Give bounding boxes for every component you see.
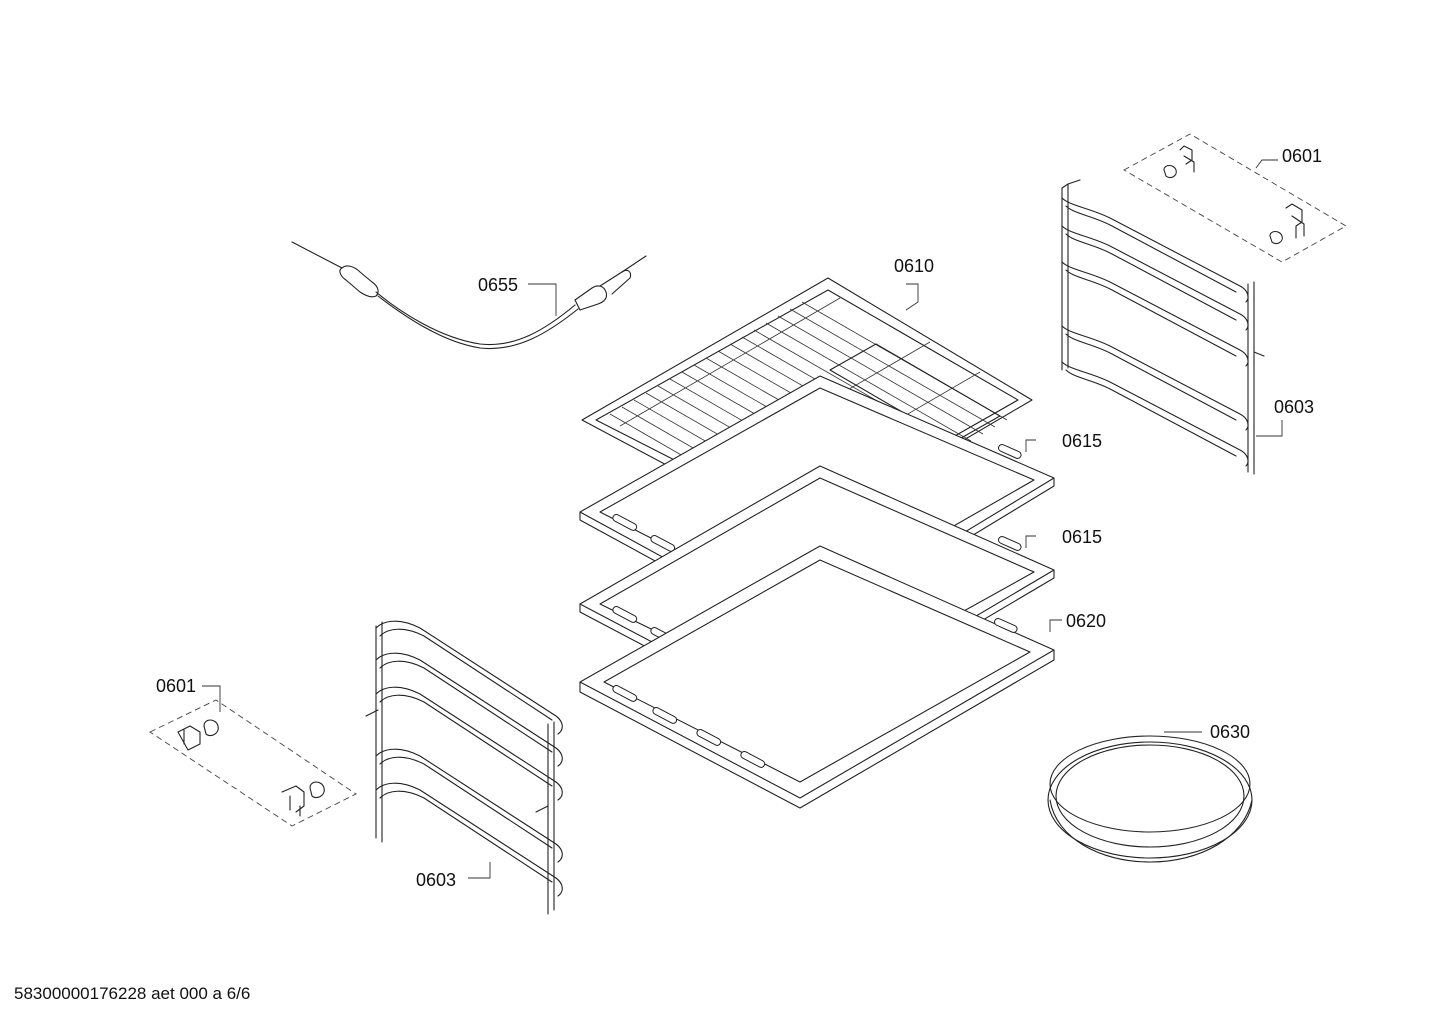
callout-0615-a: 0615: [1062, 431, 1102, 451]
leader-0620: [1049, 619, 1062, 632]
deep-tray-part: [579, 545, 1055, 809]
shelf-support-right-part: [1061, 179, 1265, 475]
leader-0615-a: [1025, 439, 1036, 452]
callout-0610: 0610: [894, 256, 934, 276]
callout-0603-left: 0603: [416, 870, 456, 890]
tray-a-slot-1: [612, 513, 638, 531]
clip-set-left-part: [149, 699, 357, 827]
leader-0601-top: [1255, 159, 1278, 169]
tray-b-slot-5: [998, 535, 1022, 551]
leader-0615-b: [1025, 535, 1036, 548]
leader-0603-right: [1256, 420, 1283, 437]
leader-0601-left: [202, 685, 221, 712]
leader-0655: [528, 283, 557, 316]
deep-tray-slot-3: [696, 728, 722, 746]
tray-b-slot-1: [612, 605, 638, 623]
callout-0601-left: 0601: [156, 676, 196, 696]
leader-0603-left: [468, 862, 491, 879]
callout-0603-right: 0603: [1274, 397, 1314, 417]
callout-0601-top: 0601: [1282, 146, 1322, 166]
callout-0655: 0655: [478, 275, 518, 295]
deep-tray-slot-2: [652, 706, 678, 724]
callout-0630: 0630: [1210, 722, 1250, 742]
clip-set-top-part: [1123, 133, 1347, 263]
callout-0620: 0620: [1066, 611, 1106, 631]
leader-0610: [905, 283, 919, 311]
pizza-pan-part: [1047, 735, 1253, 863]
document-id: 58300000176228 aet 000 a 6/6: [14, 984, 250, 1003]
callout-0615-b: 0615: [1062, 527, 1102, 547]
deep-tray-slot-1: [612, 684, 638, 702]
shelf-support-left-part: [365, 620, 563, 915]
meat-probe-part: [291, 241, 647, 350]
deep-tray-slot-4: [740, 750, 766, 768]
deep-tray-slot-5: [994, 617, 1018, 633]
tray-a-slot-5: [998, 443, 1022, 459]
